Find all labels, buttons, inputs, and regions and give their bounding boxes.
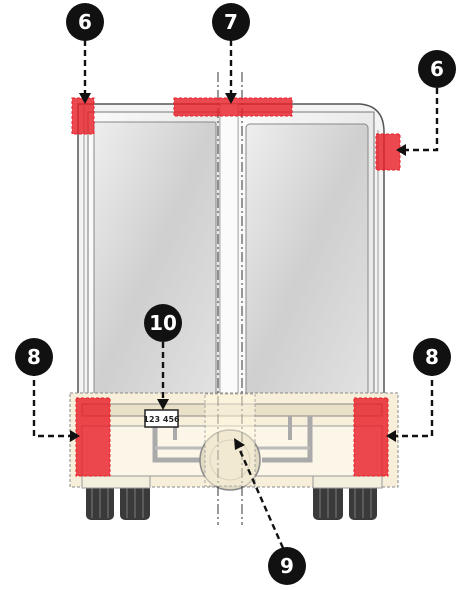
marker-7 [173, 97, 293, 117]
door-gap [219, 103, 239, 405]
leader-lines [32, 40, 439, 549]
rear-wheels [86, 484, 377, 520]
wheel-right-outer [349, 484, 377, 520]
callout-7: 7 [212, 3, 250, 41]
left-door-panel [93, 121, 217, 399]
wheel-right-inner [313, 484, 343, 520]
svg-text:7: 7 [224, 10, 238, 34]
callout-6-left: 6 [66, 3, 104, 41]
left-rear-door [87, 111, 221, 405]
svg-text:8: 8 [425, 345, 439, 369]
marker-6-left [71, 97, 95, 135]
license-plate: 123 456 [143, 409, 180, 428]
marker-6-right [375, 133, 401, 171]
callout-8-right: 8 [413, 338, 451, 376]
svg-text:8: 8 [27, 345, 41, 369]
svg-text:6: 6 [430, 57, 444, 81]
callout-9: 9 [268, 547, 306, 585]
svg-text:6: 6 [78, 10, 92, 34]
marker-8-left [75, 397, 111, 477]
wheel-left-inner [120, 484, 150, 520]
callout-10: 10 [144, 304, 182, 342]
callout-6-right: 6 [418, 50, 456, 88]
arrowheads [70, 93, 406, 450]
license-plate-text: 123 456 [143, 415, 180, 424]
callout-8-left: 8 [15, 338, 53, 376]
wheel-left-outer [86, 484, 114, 520]
center-zone [204, 393, 256, 487]
right-door-panel [245, 123, 369, 399]
marker-8-right [353, 397, 389, 477]
svg-text:9: 9 [280, 554, 294, 578]
right-rear-door [237, 111, 375, 405]
svg-text:10: 10 [149, 311, 177, 335]
